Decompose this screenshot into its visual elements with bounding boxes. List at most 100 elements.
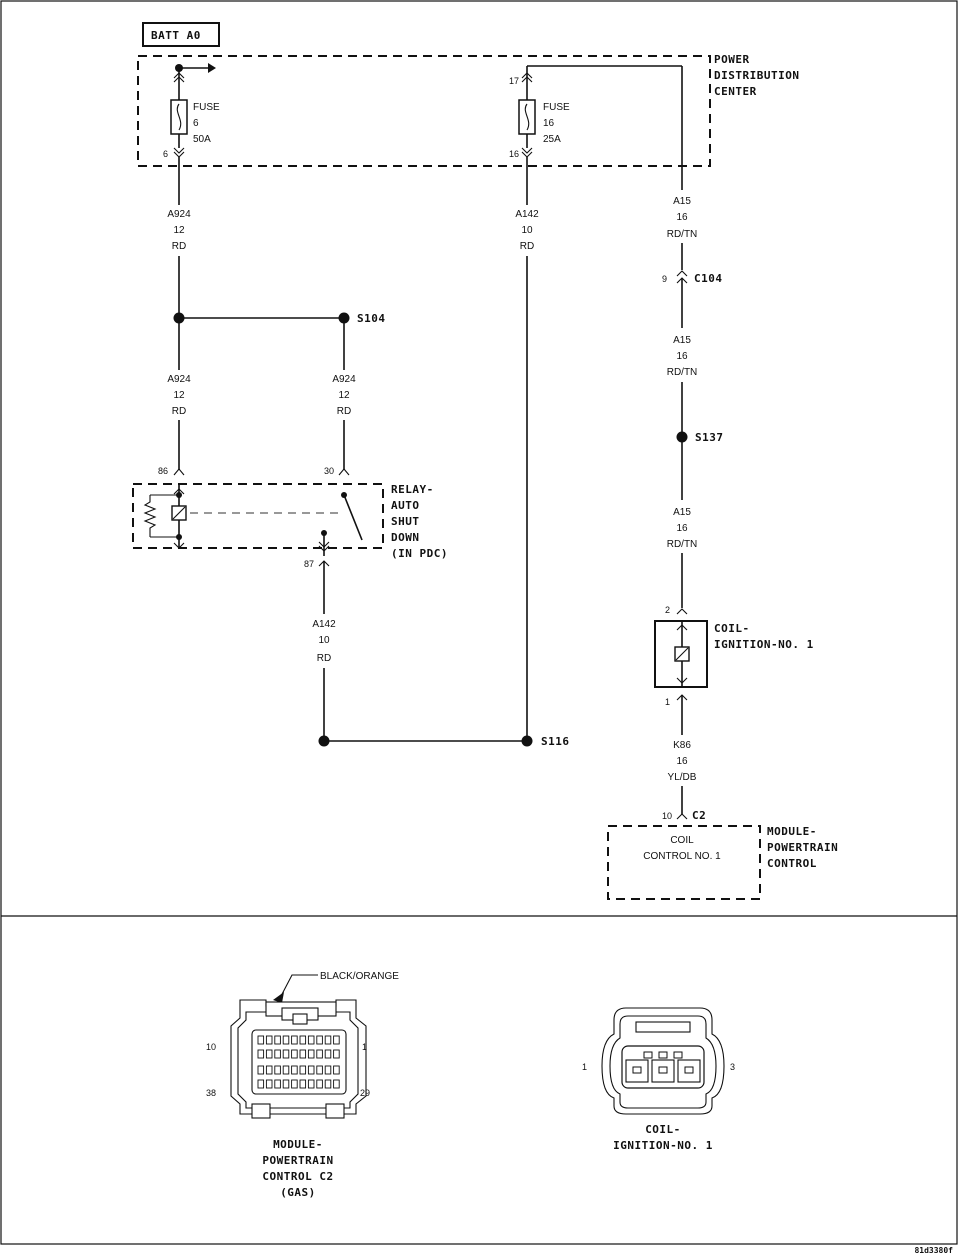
svg-text:25A: 25A <box>543 134 561 145</box>
pcm-c2-connector-view: BLACK/ORANGE 10 1 38 29 <box>206 971 399 1119</box>
wire-label-a142-relay: A142 10 RD <box>312 619 336 664</box>
svg-text:RD: RD <box>520 241 534 252</box>
pcm-pin-cavity <box>265 1079 273 1089</box>
svg-text:6: 6 <box>163 149 168 159</box>
pcm-pin-cavity <box>299 1065 307 1075</box>
coil-label-2: IGNITION-NO. 1 <box>714 638 814 651</box>
pcm-pin-cavity <box>291 1049 298 1059</box>
pcm-pin-cavity <box>282 1035 290 1045</box>
svg-text:12: 12 <box>338 390 350 401</box>
pcm-label-1: MODULE- <box>767 825 817 838</box>
figure-code: 81d3380f <box>914 1246 953 1255</box>
pcm-pin-cavity <box>333 1049 340 1059</box>
svg-text:RD/TN: RD/TN <box>667 367 698 378</box>
svg-text:RD: RD <box>337 406 351 417</box>
pcm-pin-cavity <box>333 1079 340 1089</box>
pcm-pin-cavity <box>307 1065 315 1075</box>
wire-label-k86: K86 16 YL/DB <box>668 740 697 783</box>
pcm-pin-cavity <box>324 1049 332 1059</box>
relay-asd: 87 <box>132 483 384 569</box>
svg-text:3: 3 <box>730 1062 735 1072</box>
wire-label-a142-pdc: A142 10 RD <box>515 209 539 252</box>
svg-text:A924: A924 <box>332 374 356 385</box>
pcm-pin-cavity <box>282 1079 290 1089</box>
svg-text:FUSE: FUSE <box>193 102 220 113</box>
svg-text:30: 30 <box>324 466 334 476</box>
c2-label: C2 <box>692 809 706 822</box>
svg-text:K86: K86 <box>673 740 691 751</box>
svg-text:10: 10 <box>521 225 533 236</box>
svg-text:16: 16 <box>676 756 688 767</box>
pcm-pin-cavity <box>257 1049 265 1059</box>
s116-label: S116 <box>541 735 570 748</box>
pcm-box <box>607 825 761 900</box>
svg-text:10: 10 <box>662 811 672 821</box>
svg-text:16: 16 <box>676 212 688 223</box>
pcm-caption-1: MODULE- <box>273 1138 323 1151</box>
svg-text:1: 1 <box>362 1042 367 1052</box>
pcm-pin-cavity <box>299 1079 307 1089</box>
pcm-pin-cavity <box>324 1065 332 1075</box>
svg-text:A924: A924 <box>167 374 191 385</box>
svg-text:6: 6 <box>193 118 199 129</box>
svg-text:COIL: COIL <box>670 835 694 846</box>
relay-label-1: RELAY- <box>391 483 434 496</box>
pcm-pin-cavity <box>291 1065 298 1075</box>
arrow-icon <box>208 63 216 73</box>
wire-label-a15-top: A15 16 RD/TN <box>667 196 698 240</box>
pcm-pin-cavity <box>299 1035 307 1045</box>
pcm-pin-cavity <box>324 1035 332 1045</box>
svg-text:CONTROL NO. 1: CONTROL NO. 1 <box>643 851 721 862</box>
pcm-pin-cavity <box>333 1035 340 1045</box>
wire-label-a15-mid: A15 16 RD/TN <box>667 335 698 378</box>
s137-label: S137 <box>695 431 724 444</box>
pcm-pin-cavity <box>307 1049 315 1059</box>
pdc-label-3: CENTER <box>714 85 757 98</box>
pdc-box <box>137 55 711 167</box>
pcm-pin-cavity <box>257 1035 265 1045</box>
wire-label-a924-main: A924 12 RD <box>167 209 191 252</box>
pcm-label-2: POWERTRAIN <box>767 841 838 854</box>
pcm-pin-cavity <box>307 1035 315 1045</box>
pcm-pin-cavity <box>316 1079 323 1089</box>
pcm-pin-cavity <box>274 1079 281 1089</box>
pcm-caption-4: (GAS) <box>280 1186 316 1199</box>
svg-text:RD: RD <box>317 653 331 664</box>
pdc-label-1: POWER <box>714 53 750 66</box>
wire-label-a924-left: A924 12 RD <box>167 374 191 417</box>
fuse-16: FUSE 16 25A 17 16 <box>509 65 682 159</box>
svg-text:YL/DB: YL/DB <box>668 772 697 783</box>
pcm-pin-cavity <box>265 1065 273 1075</box>
pcm-pin-cavity <box>257 1065 265 1075</box>
svg-text:BLACK/ORANGE: BLACK/ORANGE <box>320 971 399 982</box>
svg-text:10: 10 <box>318 635 330 646</box>
pcm-pin-cavity <box>282 1065 290 1075</box>
pcm-pin-cavity <box>274 1049 281 1059</box>
svg-text:A142: A142 <box>515 209 539 220</box>
coil-label-1: COIL- <box>714 622 750 635</box>
svg-text:FUSE: FUSE <box>543 102 570 113</box>
svg-text:12: 12 <box>173 225 185 236</box>
svg-text:RD: RD <box>172 241 186 252</box>
pcm-pin-cavity <box>316 1049 323 1059</box>
pcm-pin-cavity <box>316 1035 323 1045</box>
pcm-pin-cavity <box>265 1035 273 1045</box>
svg-text:87: 87 <box>304 559 314 569</box>
svg-text:29: 29 <box>360 1088 370 1098</box>
svg-text:RD/TN: RD/TN <box>667 229 698 240</box>
batt-box <box>142 22 220 47</box>
svg-text:RD/TN: RD/TN <box>667 539 698 550</box>
svg-text:A142: A142 <box>312 619 336 630</box>
wire-label-a924-right: A924 12 RD <box>332 374 356 417</box>
svg-text:A15: A15 <box>673 507 691 518</box>
relay-label-4: DOWN <box>391 531 420 544</box>
pcm-pin-cavity <box>291 1035 298 1045</box>
coil-caption-1: COIL- <box>645 1123 681 1136</box>
svg-text:A15: A15 <box>673 335 691 346</box>
svg-text:16: 16 <box>543 118 555 129</box>
pcm-pin-cavity <box>299 1049 307 1059</box>
relay-label-5: (IN PDC) <box>391 547 448 560</box>
pdc-label-2: DISTRIBUTION <box>714 69 799 82</box>
